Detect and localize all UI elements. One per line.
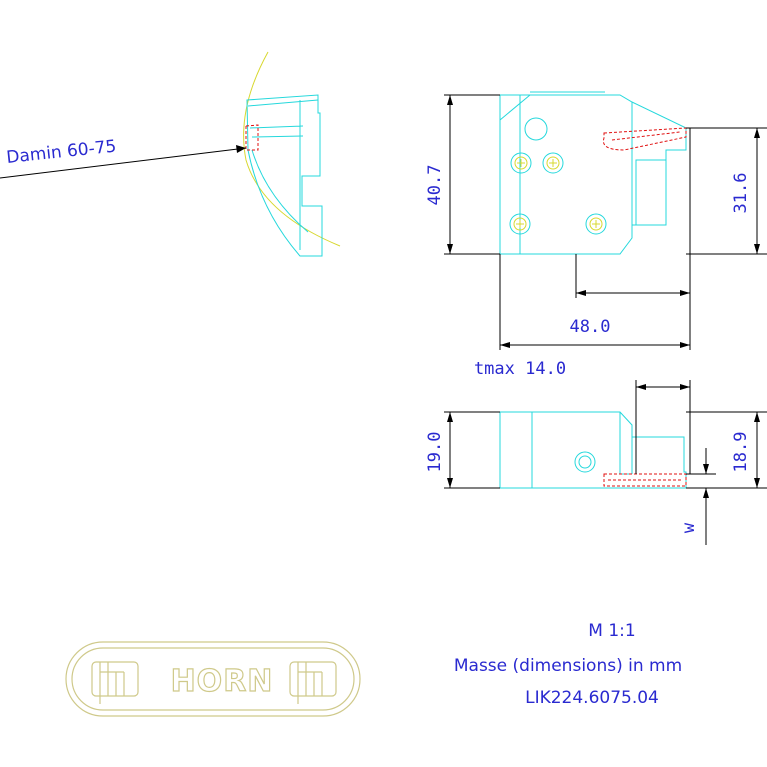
dim-tmax-lines xyxy=(635,380,691,474)
horn-logo: HORN xyxy=(65,641,361,717)
dim-31-6-lines xyxy=(686,127,767,255)
dim-w-lines xyxy=(686,448,716,545)
side-screw xyxy=(574,451,596,473)
front-hole-large xyxy=(524,117,548,141)
dim-19-0-label: 19.0 xyxy=(425,432,445,473)
side-cutting-insert xyxy=(603,473,687,487)
dim-31-6-label: 31.6 xyxy=(731,173,751,214)
tool-callout-label: Damin 60-75 xyxy=(5,137,117,168)
dim-19-0-lines xyxy=(444,411,500,489)
callout-arrow xyxy=(236,145,246,153)
dim-40-7-lines xyxy=(444,94,500,255)
insert-tip xyxy=(245,124,259,151)
dim-18-9-label: 18.9 xyxy=(731,432,751,473)
dim-48-0-lines xyxy=(499,128,691,350)
holder-inner-lines xyxy=(247,99,319,250)
part-number: LIK224.6075.04 xyxy=(525,688,659,708)
front-cutting-insert xyxy=(602,127,687,151)
units-note: Masse (dimensions) in mm xyxy=(454,656,682,676)
holder-outline xyxy=(246,94,323,257)
dim-40-7-label: 40.7 xyxy=(425,165,445,206)
ph-mark-left xyxy=(91,661,139,704)
side-view: tmax 14.0 19.0 18.9 w xyxy=(425,359,767,545)
side-view-outline xyxy=(499,411,687,489)
callout-leader xyxy=(0,147,247,179)
dim-w-label: w xyxy=(679,522,699,533)
logo-text: HORN xyxy=(171,664,274,699)
dim-18-9-lines xyxy=(686,411,767,489)
ph-mark-right xyxy=(289,661,337,704)
front-view-edges xyxy=(499,91,666,254)
bore-detail-view: Damin 60-75 xyxy=(0,51,341,257)
dim-48-0-label: 48.0 xyxy=(570,317,611,337)
screw-holes xyxy=(509,152,607,235)
dim-tmax-label: tmax 14.0 xyxy=(474,359,566,379)
front-view: 40.7 31.6 48.0 xyxy=(425,91,767,350)
scale-note: M 1:1 xyxy=(588,621,635,641)
side-view-edges xyxy=(531,412,633,488)
